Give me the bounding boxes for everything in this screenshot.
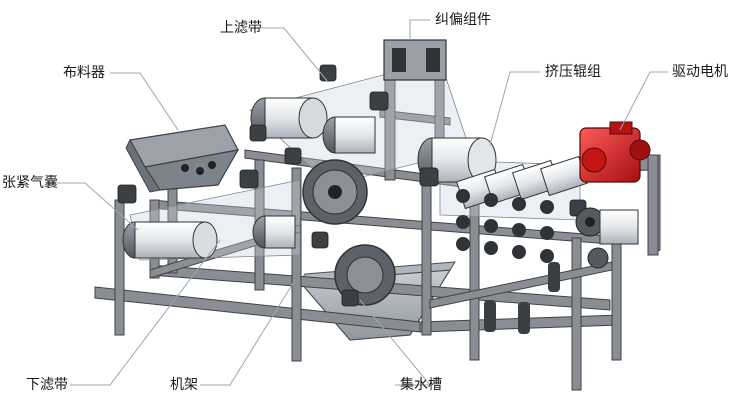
bearing-blocks	[117, 64, 587, 307]
label-water-tank: 集水槽	[400, 377, 442, 393]
label-lower-filter-belt: 下滤带	[26, 377, 68, 393]
label-drive-motor: 驱动电机	[672, 64, 728, 80]
deviation-assembly-shape	[383, 39, 447, 81]
distributor-shape	[125, 124, 240, 193]
label-distributor: 布料器	[63, 65, 105, 81]
leader-lines	[57, 19, 668, 386]
label-upper-filter-belt: 上滤带	[220, 20, 262, 36]
press-roller-group-shape	[456, 155, 588, 334]
label-press-roller-group: 挤压辊组	[545, 64, 601, 80]
drive-motor-shape	[579, 121, 651, 183]
label-deviation-assembly: 纠偏组件	[435, 12, 491, 28]
label-tension-airbag: 张紧气囊	[2, 175, 58, 191]
label-frame: 机架	[170, 377, 198, 393]
drive-sprocket	[575, 207, 639, 269]
